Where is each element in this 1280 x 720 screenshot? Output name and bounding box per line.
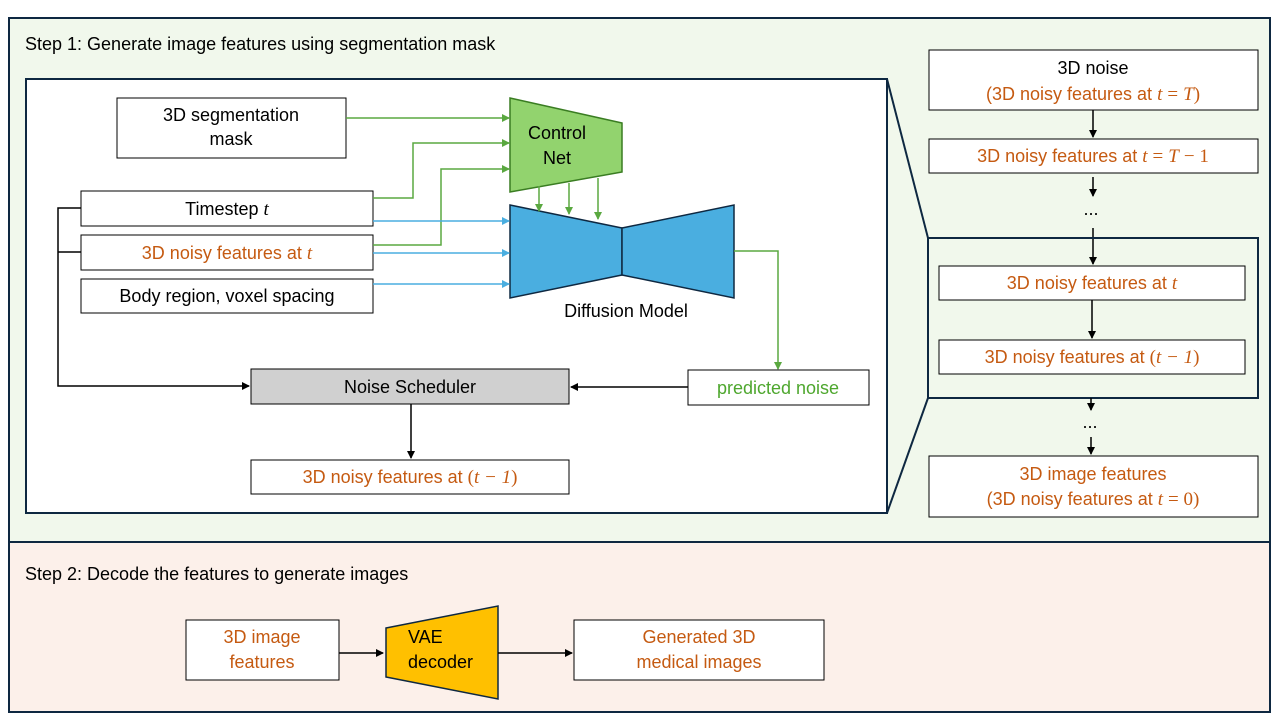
t-T-box [928, 138, 1259, 174]
arrow-diffusion-to-noise [734, 250, 782, 370]
seg-mask-line2: mask [209, 129, 253, 149]
vae-line1: VAE [408, 627, 443, 647]
noise-box [928, 49, 1259, 111]
final-title: 3D image features [1019, 464, 1166, 484]
zoom-line-bottom [886, 397, 929, 514]
noise-paren: (3D noisy features at t = T) [986, 84, 1200, 105]
controlnet-block [509, 97, 623, 193]
predicted-noise-box [687, 369, 870, 406]
timestep-box [80, 190, 374, 227]
controlnet-line1: Control [528, 123, 586, 143]
final-features-box [928, 455, 1259, 518]
noise-scheduler-box [250, 368, 570, 405]
body-region-label: Body region, voxel spacing [119, 286, 334, 306]
noisy-tm1-label: 3D noisy features at (t − 1) [303, 467, 518, 488]
image-features-line2: features [229, 652, 294, 672]
noisy-t-label: 3D noisy features at t [142, 243, 313, 264]
seg-mask-line1: 3D segmentation [163, 105, 299, 125]
chain-t-box [938, 265, 1246, 301]
t-T-label: 3D noisy features at t = T − 1 [977, 146, 1209, 167]
final-paren: (3D noisy features at t = 0) [987, 489, 1200, 510]
zoom-group-box [927, 237, 1259, 399]
generated-images-box [573, 619, 825, 681]
step1-title: Step 1: Generate image features using se… [25, 34, 496, 54]
seg-mask-box [116, 97, 347, 159]
noise-title: 3D noise [1057, 58, 1128, 78]
vae-line2: decoder [408, 652, 473, 672]
noise-scheduler-label: Noise Scheduler [344, 377, 476, 397]
arrow-noisy-to-controlnet [373, 165, 510, 246]
ellipsis-2: ... [1082, 412, 1097, 432]
image-features-box [185, 619, 340, 681]
chain-tm1-box [938, 339, 1246, 375]
arrow-timestep-to-controlnet [373, 139, 510, 199]
generated-line1: Generated 3D [642, 627, 755, 647]
diffusion-decoder [621, 204, 735, 299]
diffusion-model-label: Diffusion Model [564, 301, 688, 321]
noisy-t-box [80, 234, 374, 271]
predicted-noise-label: predicted noise [717, 378, 839, 398]
controlnet-line2: Net [543, 148, 571, 168]
step2-title: Step 2: Decode the features to generate … [25, 564, 408, 584]
ellipsis-1: ... [1083, 199, 1098, 219]
zoom-line-top [886, 78, 929, 239]
chain-t-label: 3D noisy features at t [1007, 273, 1178, 294]
generated-line2: medical images [636, 652, 761, 672]
body-region-box [80, 278, 374, 314]
noisy-tm1-box [250, 459, 570, 495]
timestep-label: Timestep t [185, 199, 269, 220]
image-features-line1: 3D image [223, 627, 300, 647]
vae-decoder-block [385, 605, 499, 700]
chain-tm1-label: 3D noisy features at (t − 1) [985, 347, 1200, 368]
scheduler-input-line [57, 207, 250, 390]
